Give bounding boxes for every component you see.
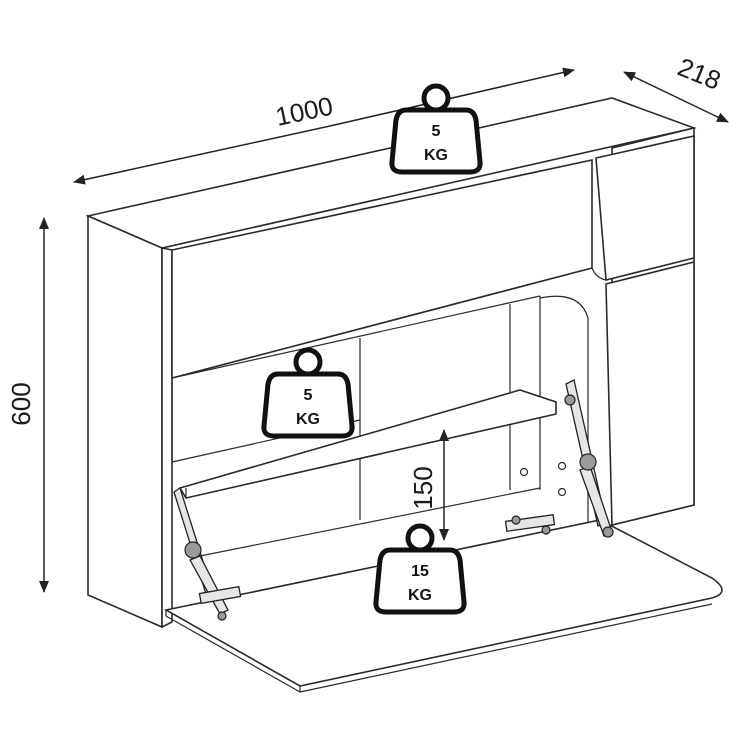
- screw-hole: [557, 487, 567, 497]
- interior-shelf: [178, 389, 557, 499]
- hinge-pivot-icon: [579, 453, 597, 471]
- weight-top-value: 5: [432, 123, 441, 140]
- weight-desk-value: 15: [411, 563, 429, 580]
- right-lower-door: [605, 260, 695, 527]
- right-upper-door: [595, 135, 695, 282]
- weight-top-unit: KG: [424, 147, 448, 164]
- screw-hole: [519, 467, 529, 477]
- screw-hole: [557, 461, 567, 471]
- left-side-panel: [87, 214, 163, 629]
- center-hinge: [504, 513, 556, 535]
- cabinet-body: [85, 97, 697, 629]
- height-dimension: 600: [6, 217, 49, 593]
- weight-icon-desk: 15 KG: [373, 523, 467, 615]
- weight-desk-unit: KG: [408, 587, 432, 604]
- left-lid-stay: [173, 486, 242, 621]
- depth-label: 218: [674, 52, 725, 96]
- right-lid-stay: [564, 379, 614, 538]
- weight-icon-top: 5 KG: [389, 83, 483, 175]
- left-front-edge: [161, 247, 173, 629]
- inner-curve: [539, 295, 589, 525]
- weight-icon-shelf: 5 KG: [261, 347, 355, 439]
- cabinet-interior: [171, 295, 567, 557]
- width-label: 1000: [273, 91, 336, 132]
- flap-height-label: 150: [408, 466, 438, 509]
- flap-dimension: 150: [408, 429, 449, 541]
- weight-shelf-unit: KG: [296, 411, 320, 428]
- height-label: 600: [6, 382, 36, 425]
- corner-curve: [591, 267, 607, 281]
- hinge-pivot-icon: [184, 541, 202, 559]
- weight-shelf-value: 5: [304, 387, 313, 404]
